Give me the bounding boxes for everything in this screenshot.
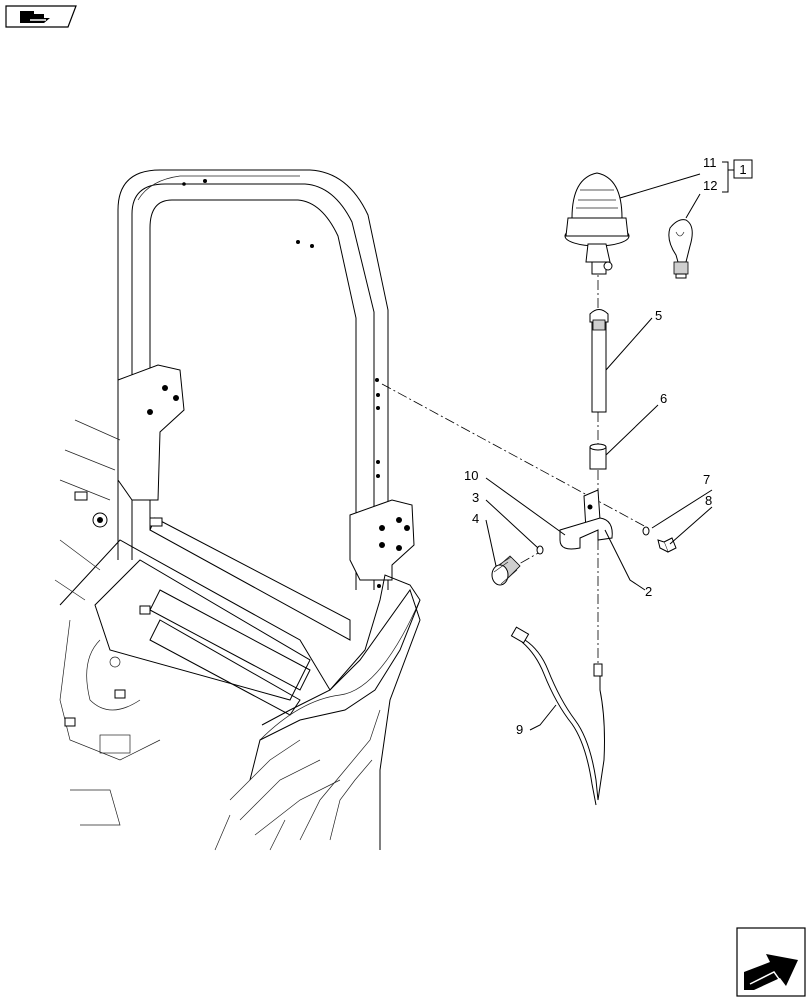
sleeve xyxy=(589,443,607,470)
callout-3: 3 xyxy=(472,490,479,505)
machine-platform xyxy=(54,419,421,851)
mounting-pole xyxy=(589,309,609,413)
bracket xyxy=(559,489,613,550)
next-page-arrow-icon[interactable] xyxy=(736,927,806,997)
callout-8: 8 xyxy=(705,493,712,508)
callout-5: 5 xyxy=(655,308,662,323)
callout-1: 1 xyxy=(739,162,746,177)
washer xyxy=(642,526,650,536)
callout-10: 10 xyxy=(464,468,478,483)
beacon-lamp xyxy=(564,172,630,275)
callout-6: 6 xyxy=(660,391,667,406)
callout-9: 9 xyxy=(516,722,523,737)
callout-7: 7 xyxy=(703,472,710,487)
bulb xyxy=(668,219,693,279)
leader-lines xyxy=(485,159,753,731)
wiring-harness xyxy=(510,626,605,806)
rollbar-frame xyxy=(117,169,415,590)
callout-11: 11 xyxy=(703,155,717,170)
bolt xyxy=(657,537,677,553)
small-washer xyxy=(536,545,544,555)
knob xyxy=(491,555,521,586)
callout-12: 12 xyxy=(703,178,717,193)
callout-2: 2 xyxy=(645,584,652,599)
callout-4: 4 xyxy=(472,511,479,526)
folder-arrow-icon[interactable] xyxy=(5,5,77,28)
